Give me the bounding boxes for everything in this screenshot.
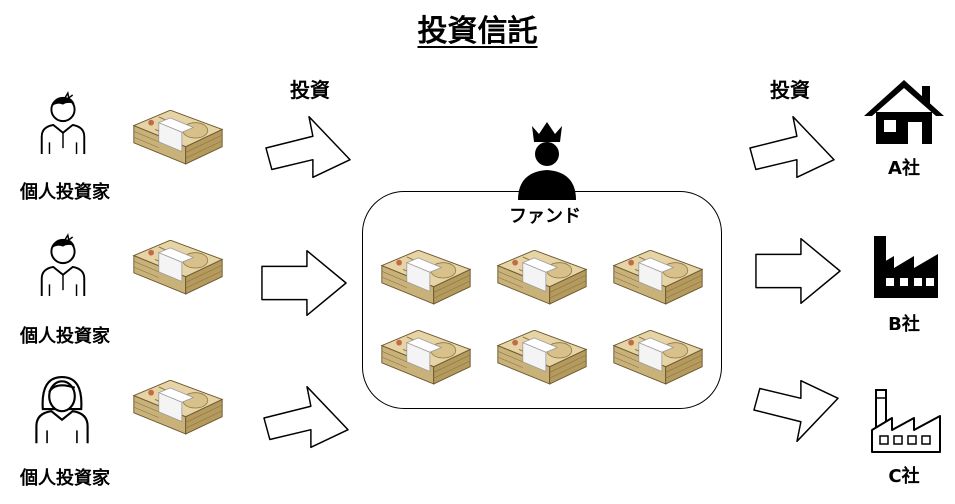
money-stack-icon — [494, 250, 590, 308]
investor-female-icon — [30, 370, 94, 446]
invest-label-left: 投資 — [290, 78, 330, 102]
company-a-label: A社 — [888, 158, 920, 179]
company-b-label: B社 — [888, 314, 920, 335]
arrow-up-right-icon — [748, 112, 836, 182]
arrow-down-right-icon — [752, 376, 840, 446]
page-title: 投資信託 — [417, 14, 538, 49]
house-icon — [864, 80, 944, 144]
arrow-right-icon — [260, 248, 348, 318]
arrow-right-icon — [754, 236, 842, 306]
investor-label: 個人投資家 — [20, 326, 110, 347]
money-stack-icon — [130, 380, 226, 438]
factory-outline-icon — [871, 389, 941, 453]
fund-label: ファンド — [509, 206, 581, 227]
arrow-up-right-icon — [264, 112, 352, 182]
factory-icon — [874, 236, 938, 298]
investor-label: 個人投資家 — [20, 182, 110, 203]
invest-label-right: 投資 — [770, 78, 810, 102]
money-stack-icon — [130, 240, 226, 298]
investor-male-icon — [34, 90, 92, 158]
investor-male-icon — [34, 232, 92, 300]
money-stack-icon — [130, 110, 226, 168]
money-stack-icon — [378, 250, 474, 308]
investor-label: 個人投資家 — [20, 468, 110, 489]
money-stack-icon — [610, 250, 706, 308]
money-stack-icon — [494, 330, 590, 388]
money-stack-icon — [610, 330, 706, 388]
arrow-up-right-icon — [262, 382, 350, 452]
fund-manager-icon — [518, 122, 576, 200]
money-stack-icon — [378, 330, 474, 388]
company-c-label: C社 — [888, 466, 920, 487]
